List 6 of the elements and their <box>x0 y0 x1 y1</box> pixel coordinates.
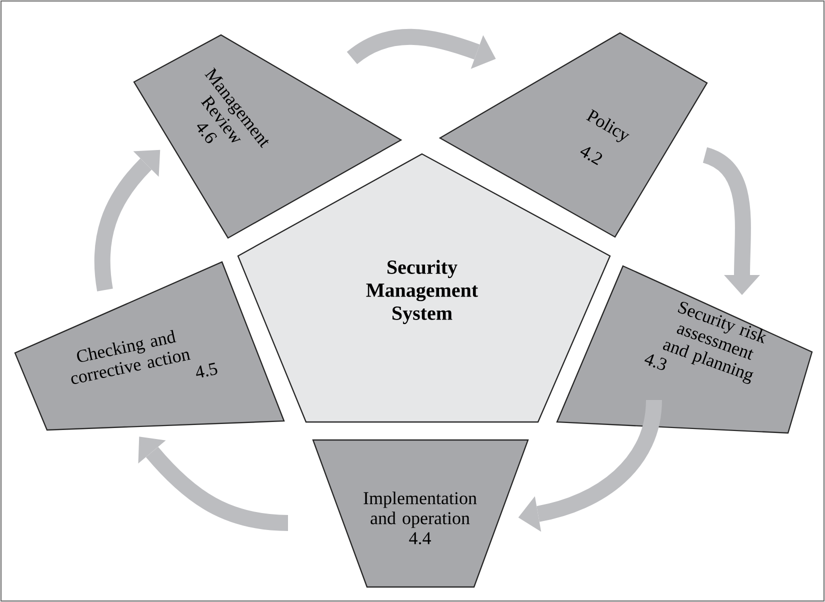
curved-arrow <box>347 28 496 69</box>
curved-arrow <box>518 399 662 532</box>
curved-arrow <box>94 150 160 292</box>
trapezoid-box: Checking and corrective action 4.5 <box>14 261 285 431</box>
trapezoid-box: Implementation and operation 4.4 <box>312 439 529 588</box>
curved-arrow <box>138 436 288 531</box>
